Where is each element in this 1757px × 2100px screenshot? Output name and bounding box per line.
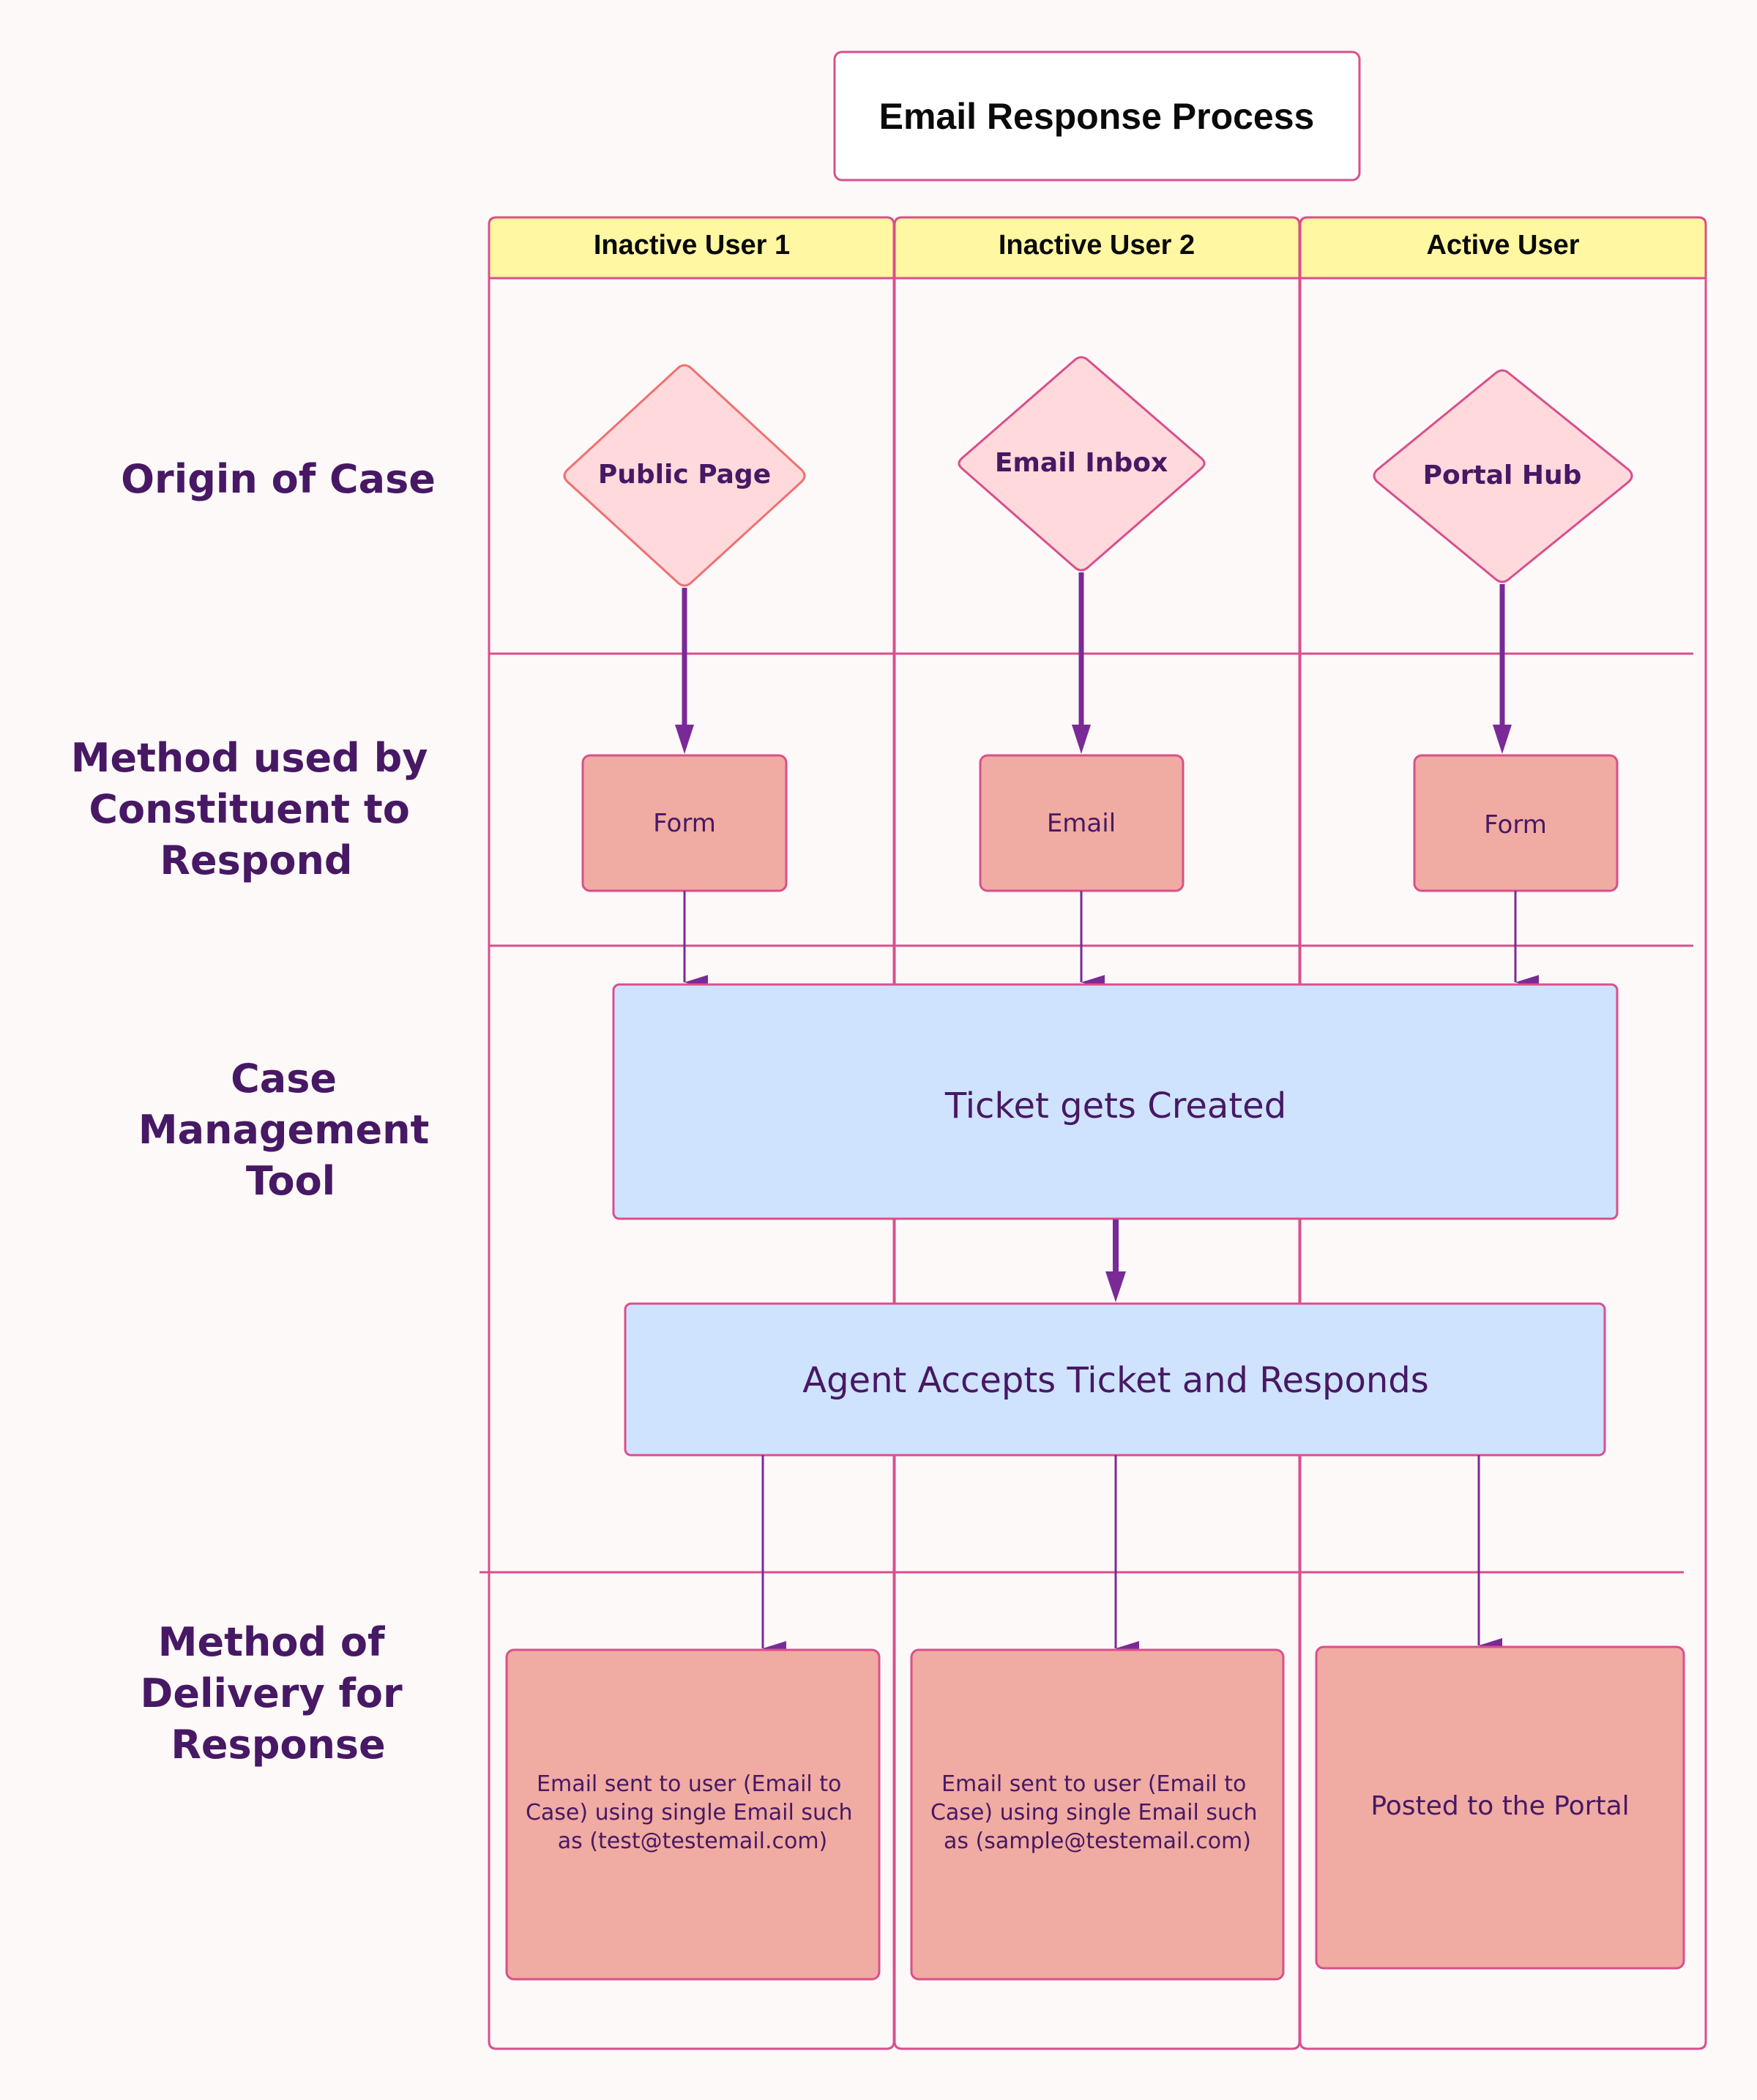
row-label-delivery: Method of Delivery for Response xyxy=(141,1619,417,1768)
method-label: Form xyxy=(1484,810,1547,840)
ticket-created-box[interactable]: Ticket gets Created xyxy=(612,983,1619,1220)
row-label-origin: Origin of Case xyxy=(121,456,436,502)
agent-accepts-box[interactable]: Agent Accepts Ticket and Responds xyxy=(624,1302,1606,1457)
method-label: Form xyxy=(653,809,716,838)
lane-active-user: Active User xyxy=(1299,216,1707,2050)
method-arrows xyxy=(683,891,1539,990)
lane-inactive-user-2: Inactive User 2 xyxy=(893,216,1301,2050)
method-form-2[interactable]: Form xyxy=(1413,754,1619,892)
delivery-posted-portal[interactable]: Posted to the Portal xyxy=(1315,1645,1685,1970)
method-form-1[interactable]: Form xyxy=(581,754,788,892)
row-label-method-used: Method used by Constituent to Respond xyxy=(71,735,442,883)
lane-inactive-user-1: Inactive User 1 xyxy=(488,216,895,2050)
arrow xyxy=(1493,584,1512,754)
ticket-to-agent-arrow xyxy=(1105,1219,1126,1302)
origin-label: Public Page xyxy=(598,460,771,490)
delivery-label: Email sent to user (Email to Case) using… xyxy=(930,1771,1264,1854)
delivery-arrows xyxy=(761,1455,1502,1656)
origin-portal-hub[interactable]: Portal Hub xyxy=(1373,369,1633,583)
arrow xyxy=(675,588,694,754)
origin-label: Portal Hub xyxy=(1423,460,1582,490)
delivery-email-test[interactable]: Email sent to user (Email to Case) using… xyxy=(505,1648,881,1981)
origin-label: Email Inbox xyxy=(995,448,1168,478)
row-label-case-management: Case Management Tool xyxy=(138,1055,443,1204)
lane-header-label: Inactive User 1 xyxy=(594,230,790,261)
row-dividers xyxy=(480,652,1693,1574)
origin-arrows xyxy=(675,572,1512,754)
title-box: Email Response Process xyxy=(833,51,1361,182)
lane-header-label: Active User xyxy=(1426,230,1579,261)
diagram-title: Email Response Process xyxy=(879,96,1315,137)
delivery-email-sample[interactable]: Email sent to user (Email to Case) using… xyxy=(910,1648,1285,1981)
lanes: Inactive User 1 Inactive User 2 Active U… xyxy=(488,216,1707,2050)
agent-accepts-label: Agent Accepts Ticket and Responds xyxy=(802,1360,1429,1401)
ticket-created-label: Ticket gets Created xyxy=(944,1086,1286,1126)
method-email[interactable]: Email xyxy=(979,754,1185,892)
row-labels: Origin of Case Method used by Constituen… xyxy=(71,456,443,1768)
arrow xyxy=(1072,572,1091,754)
lane-header-label: Inactive User 2 xyxy=(999,230,1195,261)
delivery-label: Posted to the Portal xyxy=(1370,1791,1629,1821)
origin-email-inbox[interactable]: Email Inbox xyxy=(958,356,1206,572)
origin-public-page[interactable]: Public Page xyxy=(563,364,806,587)
method-label: Email xyxy=(1047,809,1116,838)
delivery-label: Email sent to user (Email to Case) using… xyxy=(526,1771,859,1854)
